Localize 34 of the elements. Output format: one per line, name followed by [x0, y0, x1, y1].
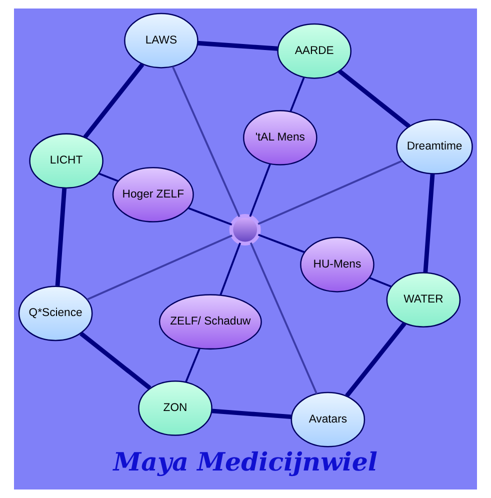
node-ellipse: Q*Science	[18, 286, 93, 342]
node-ellipse: WATER	[386, 272, 461, 328]
connector	[290, 77, 305, 112]
node-ellipse: Avatars	[290, 392, 366, 448]
connector	[368, 276, 392, 288]
node-ellipse: Hoger ZELF	[112, 166, 194, 222]
connector	[338, 69, 410, 128]
connector	[249, 164, 272, 217]
connector	[98, 172, 118, 182]
connector	[188, 207, 232, 226]
node-ellipse: HU-Mens	[300, 236, 374, 292]
connector	[55, 188, 67, 286]
connector	[86, 234, 232, 300]
node-circle	[229, 214, 261, 246]
connector	[250, 242, 318, 394]
connector	[172, 66, 240, 218]
connector	[83, 63, 144, 139]
connector	[220, 242, 242, 296]
node-ellipse: Dreamtime	[396, 118, 473, 174]
node-ellipse: LICHT	[29, 133, 104, 189]
connector	[258, 234, 305, 254]
node-ellipse: 'tAL Mens	[243, 110, 318, 166]
node-ellipse: LAWS	[124, 12, 198, 68]
diagram-title: Maya Medicijnwiel	[113, 446, 378, 477]
node-ellipse: AARDE	[277, 23, 352, 79]
connector	[197, 40, 278, 51]
connector	[212, 408, 292, 420]
connector	[258, 160, 403, 225]
connector	[423, 174, 435, 273]
node-ellipse: ZELF/ Schaduw	[158, 294, 262, 350]
node-ellipse: ZON	[138, 380, 212, 436]
connector	[80, 332, 152, 390]
connector	[345, 322, 406, 398]
connector	[184, 348, 200, 383]
